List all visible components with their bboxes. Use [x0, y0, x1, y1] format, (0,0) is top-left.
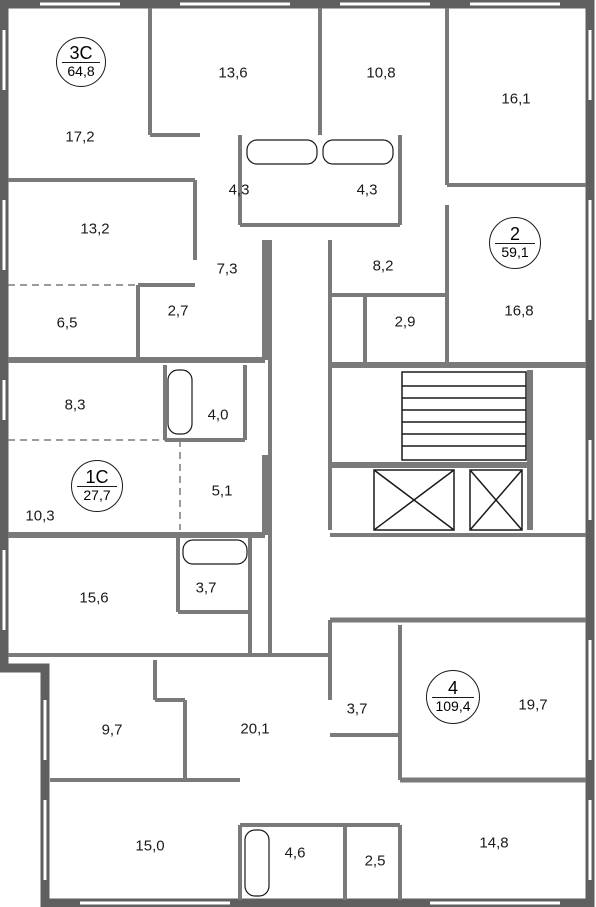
room-area-label: 15,0	[135, 837, 165, 855]
apartment-area: 59,1	[501, 244, 529, 260]
room-area-label: 2,5	[364, 852, 386, 870]
apartment-number: 4	[432, 679, 474, 698]
room-area-label: 20,1	[240, 720, 270, 738]
room-area-label: 8,3	[64, 396, 86, 414]
apartment-area: 64,8	[67, 63, 95, 79]
room-area-label: 19,7	[518, 696, 548, 714]
apartment-number: 1С	[77, 468, 117, 487]
room-area-label: 6,5	[56, 314, 78, 332]
elevators	[373, 469, 523, 531]
apartment-number: 2	[495, 225, 535, 244]
room-area-label: 14,8	[479, 834, 509, 852]
room-area-label: 2,9	[394, 313, 416, 331]
apartment-area: 109,4	[435, 698, 471, 714]
room-area-label: 4,0	[207, 406, 229, 424]
room-area-label: 13,6	[218, 64, 248, 82]
room-area-label: 10,8	[366, 64, 396, 82]
apartment-badge: 2 59,1	[489, 217, 541, 269]
room-area-label: 5,1	[211, 482, 233, 500]
apartment-badge: 4 109,4	[426, 670, 480, 724]
room-area-label: 10,3	[25, 507, 55, 525]
bathtubs	[167, 139, 394, 897]
room-area-label: 4,3	[356, 181, 378, 199]
room-area-label: 7,3	[216, 260, 238, 278]
room-area-label: 17,2	[65, 128, 95, 146]
apartment-badge: 3С 64,8	[56, 37, 106, 87]
room-area-label: 16,1	[501, 90, 531, 108]
room-area-label: 9,7	[101, 721, 123, 739]
room-area-label: 2,7	[167, 302, 189, 320]
stair-well	[401, 371, 527, 461]
room-area-label: 16,8	[504, 302, 534, 320]
room-area-label: 13,2	[80, 220, 110, 238]
room-area-label: 4,3	[228, 181, 250, 199]
room-area-label: 3,7	[195, 579, 217, 597]
room-area-label: 3,7	[346, 700, 368, 718]
apartment-number: 3С	[62, 44, 100, 63]
room-area-label: 15,6	[79, 589, 109, 607]
apartment-badge: 1С 27,7	[71, 460, 123, 512]
interior-walls	[8, 8, 586, 900]
room-area-label: 8,2	[372, 257, 394, 275]
room-area-label: 4,6	[284, 844, 306, 862]
apartment-area: 27,7	[83, 487, 111, 503]
